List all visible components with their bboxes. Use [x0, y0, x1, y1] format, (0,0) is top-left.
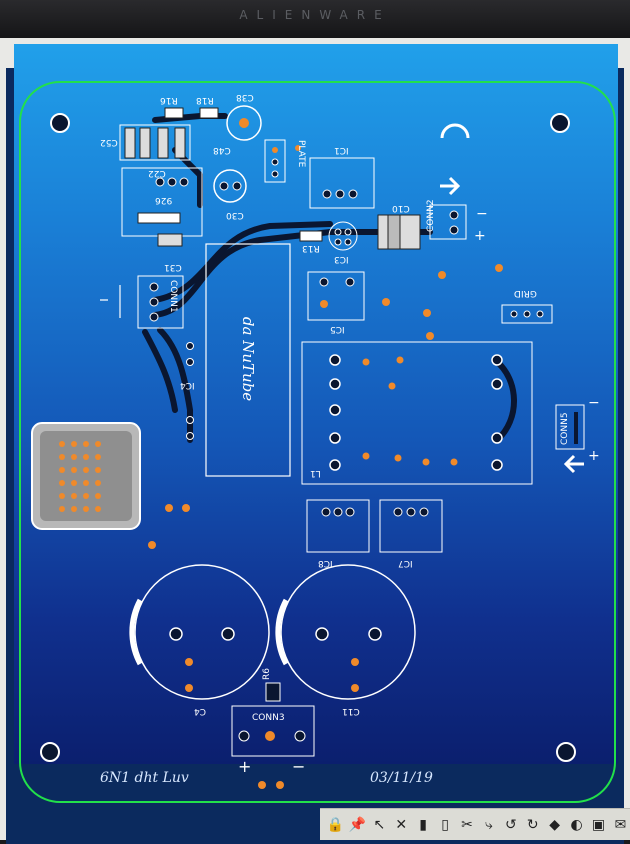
- label-r18: R18: [196, 95, 214, 105]
- grid-header: [501, 304, 553, 324]
- lock-icon[interactable]: 🔒: [326, 816, 345, 833]
- monitor-brand: ALIENWARE: [239, 8, 391, 22]
- label-minus-conn3: −: [292, 757, 306, 776]
- label-c4: C4: [194, 706, 207, 716]
- label-c38: C38: [236, 92, 254, 102]
- label-plus-conn3: +: [238, 757, 252, 776]
- plate-header: [264, 139, 301, 183]
- label-minus-conn5: −: [588, 395, 600, 411]
- nutube-label: da NuTube: [239, 316, 257, 402]
- resistor-pack: [119, 107, 219, 161]
- label-r16: R16: [160, 95, 178, 105]
- label-r13: R13: [302, 243, 320, 253]
- c10-conn2: [377, 204, 467, 250]
- label-plus-conn5: +: [588, 448, 600, 464]
- pcb-board[interactable]: [14, 44, 618, 764]
- capacitor-c11: [275, 564, 416, 700]
- conn3: [231, 705, 315, 789]
- heatsink-chip: [31, 422, 141, 530]
- label-c22: C22: [148, 168, 166, 178]
- label-c10: C10: [392, 203, 410, 213]
- nutube-outline: [205, 243, 291, 477]
- label-plate: PLATE: [296, 140, 306, 168]
- ic1: [309, 157, 375, 209]
- ic8: [306, 499, 370, 553]
- module-926: [121, 167, 203, 247]
- ic4-pins: [186, 342, 194, 440]
- label-l1: L1: [310, 468, 321, 478]
- scissors-icon[interactable]: ✂: [461, 816, 473, 833]
- ic7: [379, 499, 443, 553]
- conn1: [100, 275, 184, 329]
- board-outline: [19, 81, 616, 803]
- label-c30: C30: [226, 210, 244, 220]
- label-conn5: CONN5: [560, 412, 570, 445]
- ic3: [299, 221, 358, 251]
- r6-resistor: [265, 682, 281, 702]
- conn5: [555, 404, 585, 450]
- board-title-left: 6N1 dht Luv: [100, 770, 189, 786]
- label-926: 926: [155, 195, 173, 205]
- scattered-pads: [148, 264, 503, 549]
- route-icon[interactable]: ⤷: [484, 816, 493, 833]
- label-conn2: CONN2: [426, 199, 436, 232]
- capacitor-c4: [129, 564, 270, 700]
- monitor-bezel: ALIENWARE: [0, 0, 630, 38]
- board-title-right: 03/11/19: [370, 770, 433, 786]
- label-c48: C48: [213, 145, 231, 155]
- ic5: [307, 271, 365, 321]
- image-icon[interactable]: ▣: [591, 816, 606, 833]
- mount-hole-br: [556, 742, 576, 762]
- label-ic8: IC8: [318, 558, 333, 568]
- arrows: [440, 123, 584, 474]
- label-ic5: IC5: [330, 324, 345, 334]
- label-ic3: IC3: [334, 254, 349, 264]
- mail-icon[interactable]: ✉: [614, 816, 627, 833]
- redo-icon[interactable]: ↻: [526, 816, 539, 833]
- label-ic1: IC1: [334, 145, 349, 155]
- pin-icon[interactable]: 📌: [348, 816, 367, 833]
- mount-hole-bl: [40, 742, 60, 762]
- l1-inductor: [301, 341, 533, 485]
- label-c52: C52: [100, 137, 118, 147]
- page-icon[interactable]: ▯: [441, 816, 449, 833]
- fill-icon[interactable]: ◆: [549, 816, 561, 833]
- traces: [142, 113, 517, 443]
- label-c11: C11: [342, 706, 360, 716]
- label-grid: GRID: [514, 288, 537, 298]
- close-x-icon[interactable]: ✕: [395, 816, 408, 833]
- view-icon[interactable]: ◐: [570, 816, 583, 833]
- label-minus-conn2: −: [476, 206, 488, 222]
- label-c31: C31: [164, 262, 182, 272]
- mounting-holes: [40, 113, 576, 762]
- label-ic4: IC4: [180, 380, 195, 390]
- page-icon[interactable]: ▮: [419, 816, 427, 833]
- mount-hole-tr: [550, 113, 570, 133]
- label-plus-conn2: +: [474, 228, 486, 244]
- label-r6: R6: [262, 668, 272, 680]
- label-ic7: IC7: [398, 558, 413, 568]
- cursor-icon[interactable]: ↖: [373, 816, 386, 833]
- capacitors-small: [213, 105, 262, 203]
- mount-hole-tl: [50, 113, 70, 133]
- undo-icon[interactable]: ↺: [504, 816, 517, 833]
- label-conn3: CONN3: [252, 713, 285, 723]
- bottom-toolbar: 🔒 📌 ↖ ✕ ▮ ▯ ✂ ⤷ ↺ ↻ ◆ ◐ ▣ ✉: [320, 808, 630, 840]
- label-conn1: CONN1: [168, 280, 178, 313]
